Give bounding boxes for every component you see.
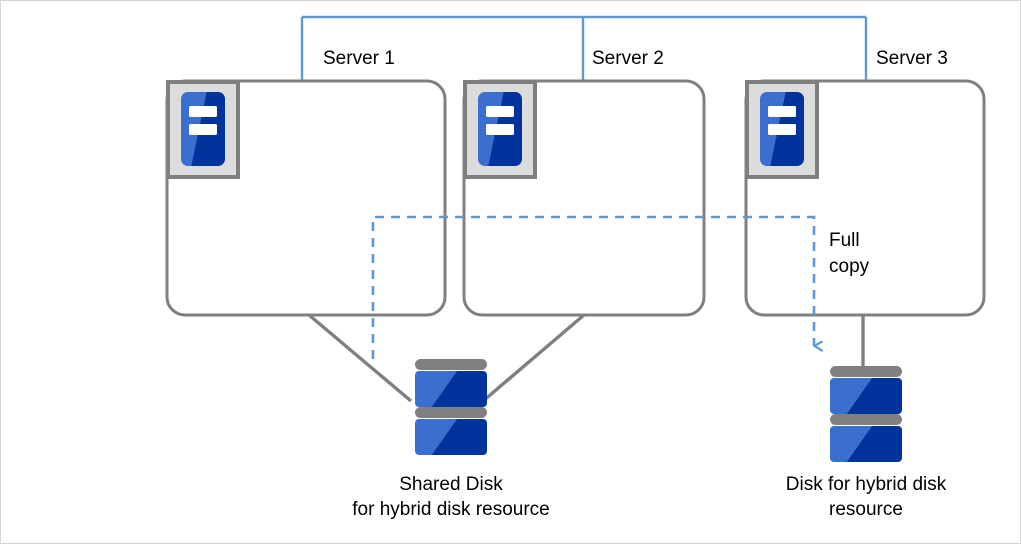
cluster-bracket-line bbox=[300, 15, 868, 80]
server-icon-3 bbox=[745, 80, 819, 179]
server-label-1: Server 1 bbox=[323, 48, 395, 69]
disk-stack-icon-shared bbox=[415, 359, 487, 455]
server-label-3: Server 3 bbox=[876, 48, 948, 69]
shared-disk-caption-line1: Shared Disk bbox=[399, 474, 503, 495]
disk-stack-icon-mirror bbox=[830, 366, 902, 462]
mirror-disk-caption-line2: resource bbox=[829, 499, 903, 520]
shared-disk-caption-line2: for hybrid disk resource bbox=[352, 499, 550, 520]
server-icon-1 bbox=[166, 80, 240, 179]
full-copy-dashed-arrow bbox=[371, 215, 814, 359]
shared-disk-connector-lines bbox=[307, 313, 586, 403]
full-copy-label-line1: Full bbox=[829, 230, 860, 251]
server-icon-2 bbox=[463, 80, 537, 179]
server-label-2: Server 2 bbox=[592, 48, 664, 69]
full-copy-label-line2: copy bbox=[829, 256, 870, 277]
mirror-disk-caption-line1: Disk for hybrid disk bbox=[785, 474, 947, 495]
